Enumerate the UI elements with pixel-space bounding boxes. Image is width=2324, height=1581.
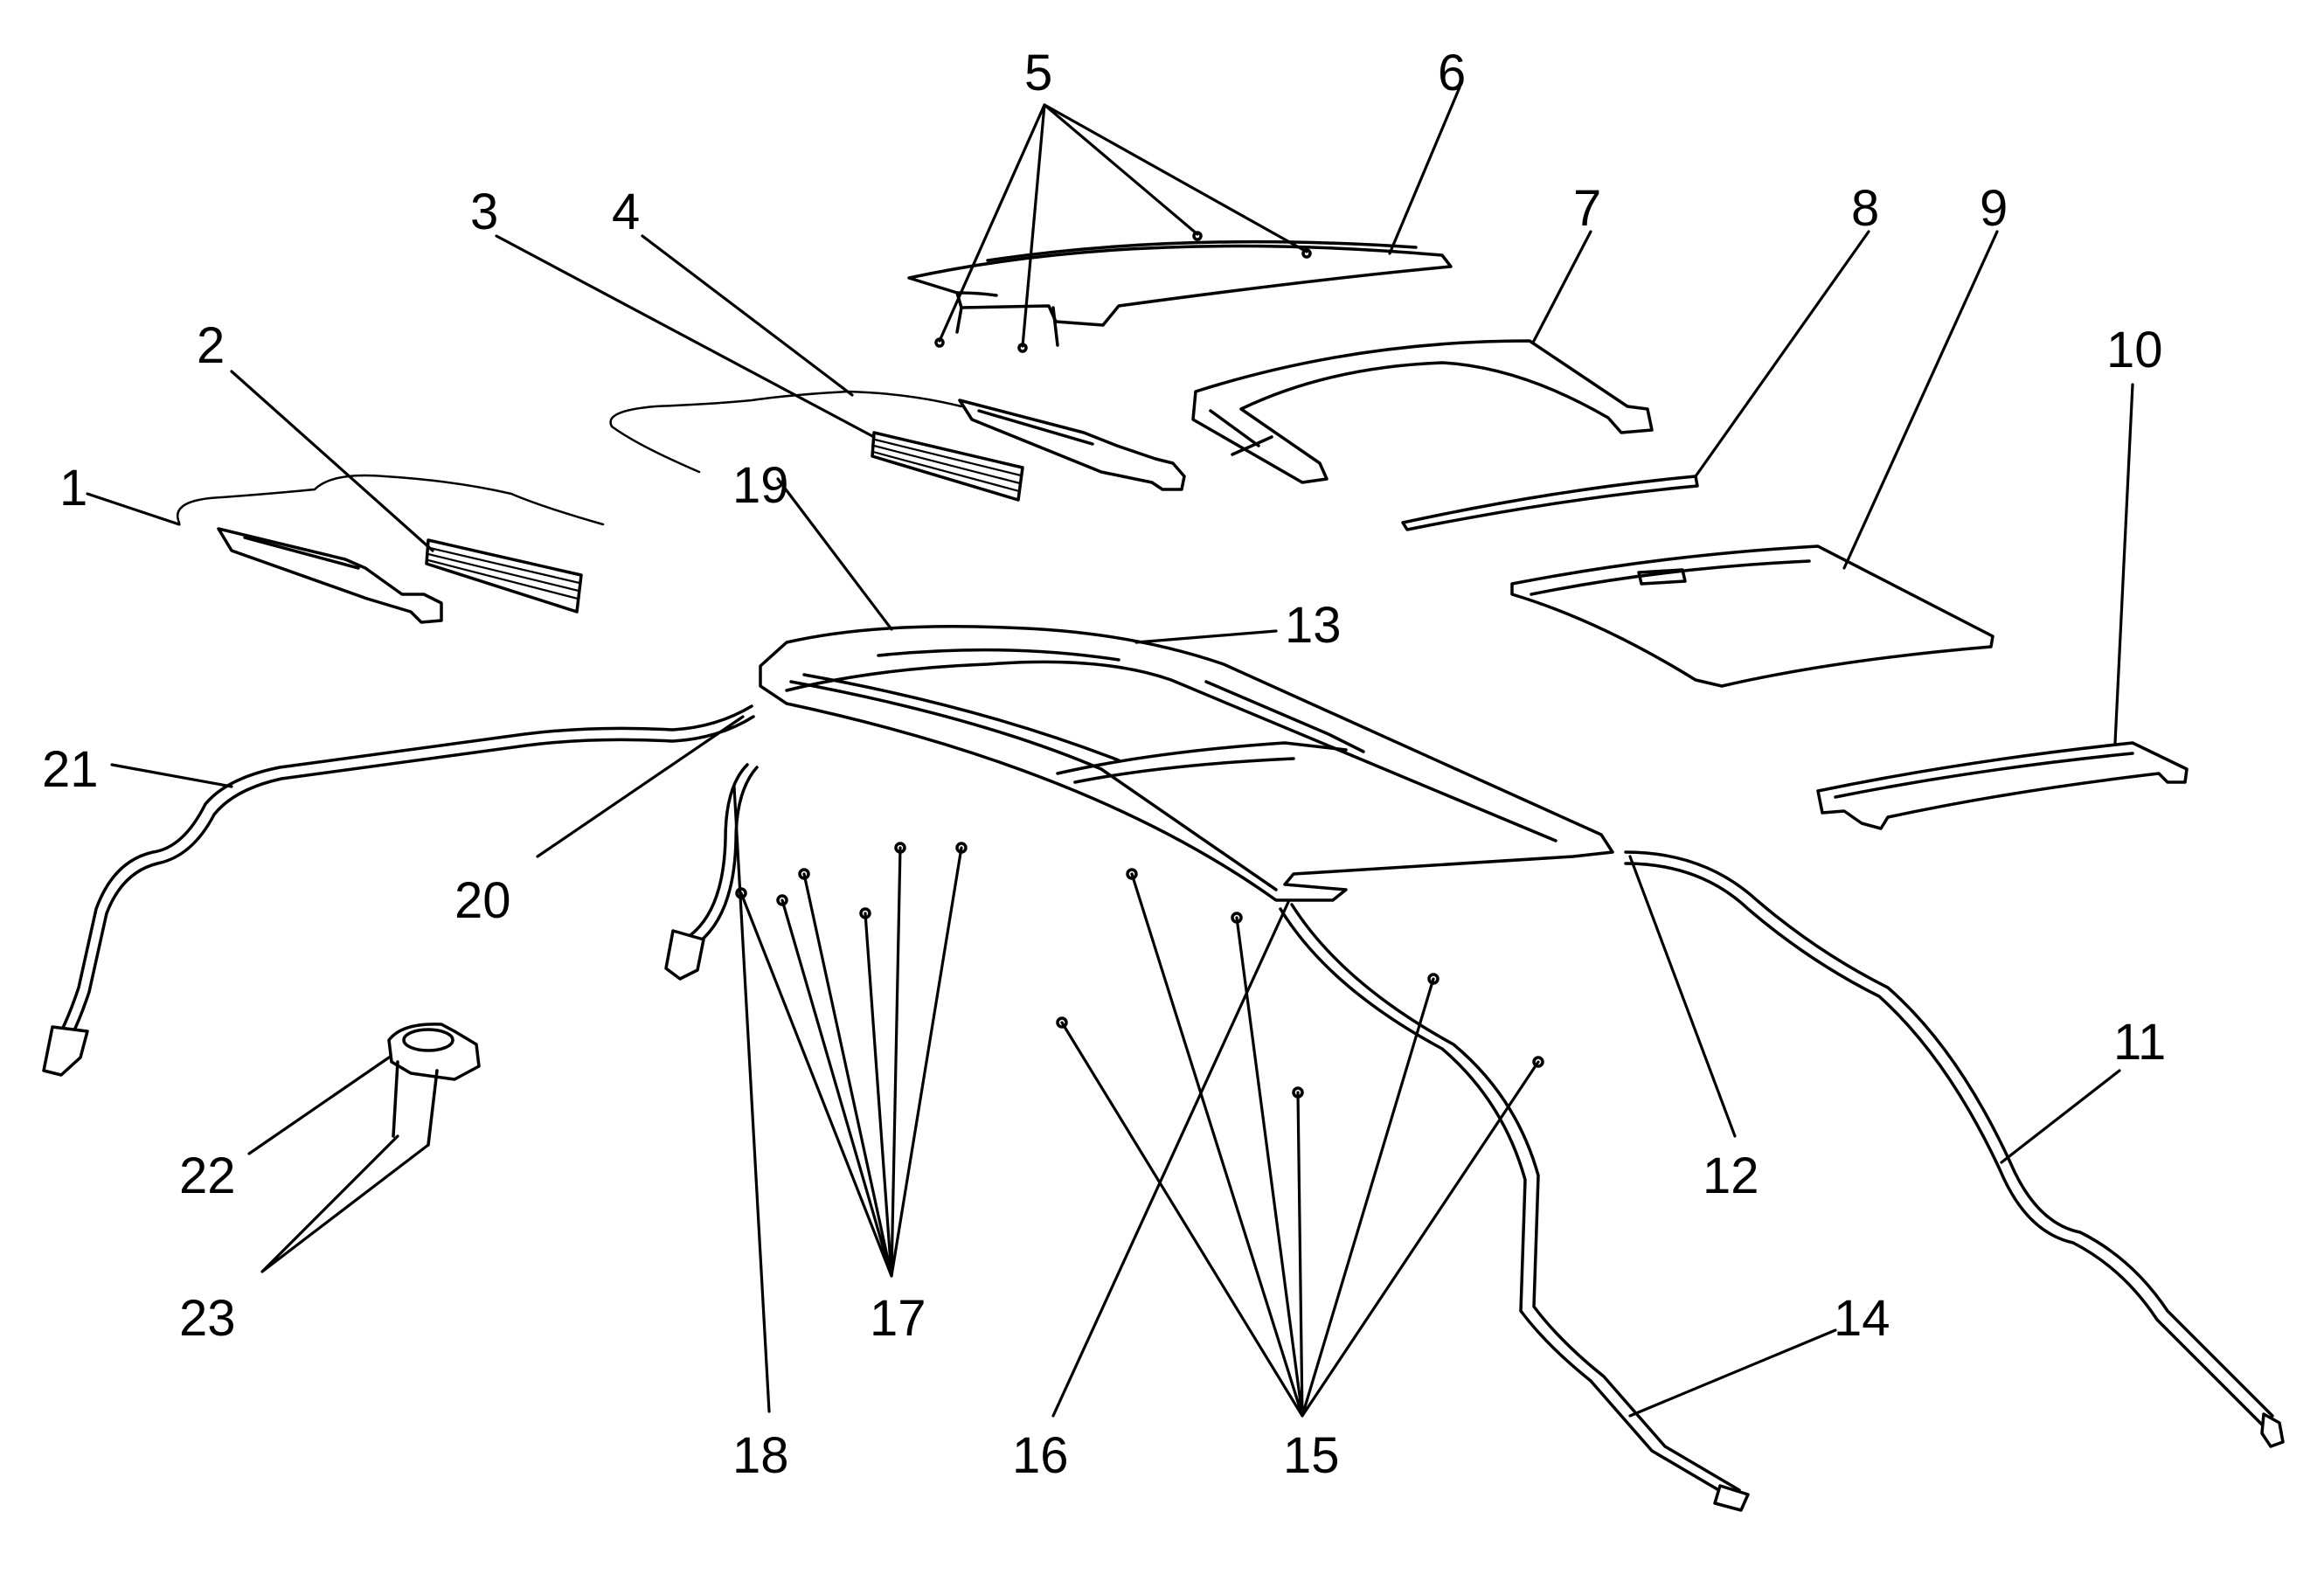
callout-21: 21 [42,741,99,798]
callout-8: 8 [1851,180,1879,237]
callout-7: 7 [1573,180,1601,237]
right-guide-assembly-part [609,390,1186,491]
leader-lines [86,86,2134,1418]
callout-19: 19 [732,457,789,514]
front-right-drain-hose-part [1279,903,1750,1512]
wind-deflector-part [1191,339,1654,484]
callout-4: 4 [612,184,640,240]
callout-2: 2 [197,317,225,374]
callout-14: 14 [1834,1290,1890,1347]
callout-22: 22 [179,1148,236,1204]
callout-5: 5 [1024,45,1052,101]
seal-strip-part [1401,475,1699,531]
callout-9: 9 [1980,180,2008,237]
right-cable-bundle-part [871,431,1024,502]
glass-panel-part [907,239,1453,347]
left-cable-bundle-part [425,538,583,614]
callout-16: 16 [1012,1427,1069,1484]
callout-6: 6 [1438,45,1466,101]
callout-1: 1 [59,460,87,517]
callout-15: 15 [1283,1427,1340,1484]
left-guide-assembly-part [177,474,605,624]
callout-labels: 1 2 3 4 5 6 7 8 9 10 11 12 13 14 15 16 1… [42,45,2166,1484]
motor-part [387,1023,481,1147]
callout-23: 23 [179,1290,236,1347]
callout-18: 18 [732,1427,789,1484]
sunshade-part [1510,544,1994,688]
callout-12: 12 [1703,1148,1759,1204]
callout-10: 10 [2106,322,2163,378]
left-drain-hose-part [42,704,755,1077]
callout-17: 17 [870,1290,926,1347]
callout-20: 20 [454,872,511,929]
rear-right-drain-hose-part [1624,850,2285,1448]
callout-3: 3 [470,184,498,240]
sunroof-frame-part [759,625,1614,902]
rear-trim-part [1816,741,2189,830]
callout-11: 11 [2113,1014,2166,1071]
callout-13: 13 [1285,597,1342,654]
